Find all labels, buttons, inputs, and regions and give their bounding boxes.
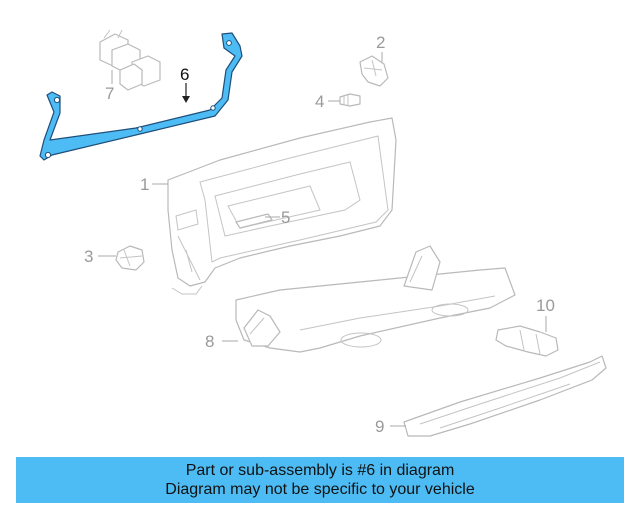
- banner-line-1: Part or sub-assembly is #6 in diagram: [185, 462, 455, 479]
- leader-6-arrow: [182, 96, 190, 103]
- callout-7: 7: [105, 84, 114, 103]
- callout-2: 2: [376, 33, 385, 52]
- callout-3: 3: [84, 247, 93, 266]
- part-4-screw: [339, 93, 361, 107]
- part-6-highlighted-bar: [39, 32, 243, 161]
- info-banner: Part or sub-assembly is #6 in diagram Di…: [16, 457, 624, 503]
- callout-5: 5: [281, 208, 290, 227]
- part-3-hinge: [115, 245, 145, 271]
- callout-10: 10: [536, 296, 555, 315]
- callout-9: 9: [375, 417, 384, 436]
- part-5-latch: [235, 213, 273, 229]
- part-7-bracket: [99, 29, 161, 91]
- part-8-lower-tray: [235, 245, 516, 353]
- part-10-lamp: [495, 325, 559, 357]
- callout-4: 4: [315, 92, 324, 111]
- parts-diagram: 7 6 2 4 1 5: [39, 29, 607, 437]
- banner-line-2: Diagram may not be specific to your vehi…: [165, 481, 475, 498]
- callout-8: 8: [205, 332, 214, 351]
- part-9-lower-trim: [403, 355, 607, 437]
- part-2-clip: [359, 55, 389, 87]
- part-1-glove-box-panel: [167, 117, 397, 295]
- callout-6: 6: [180, 65, 189, 84]
- callout-1: 1: [140, 175, 149, 194]
